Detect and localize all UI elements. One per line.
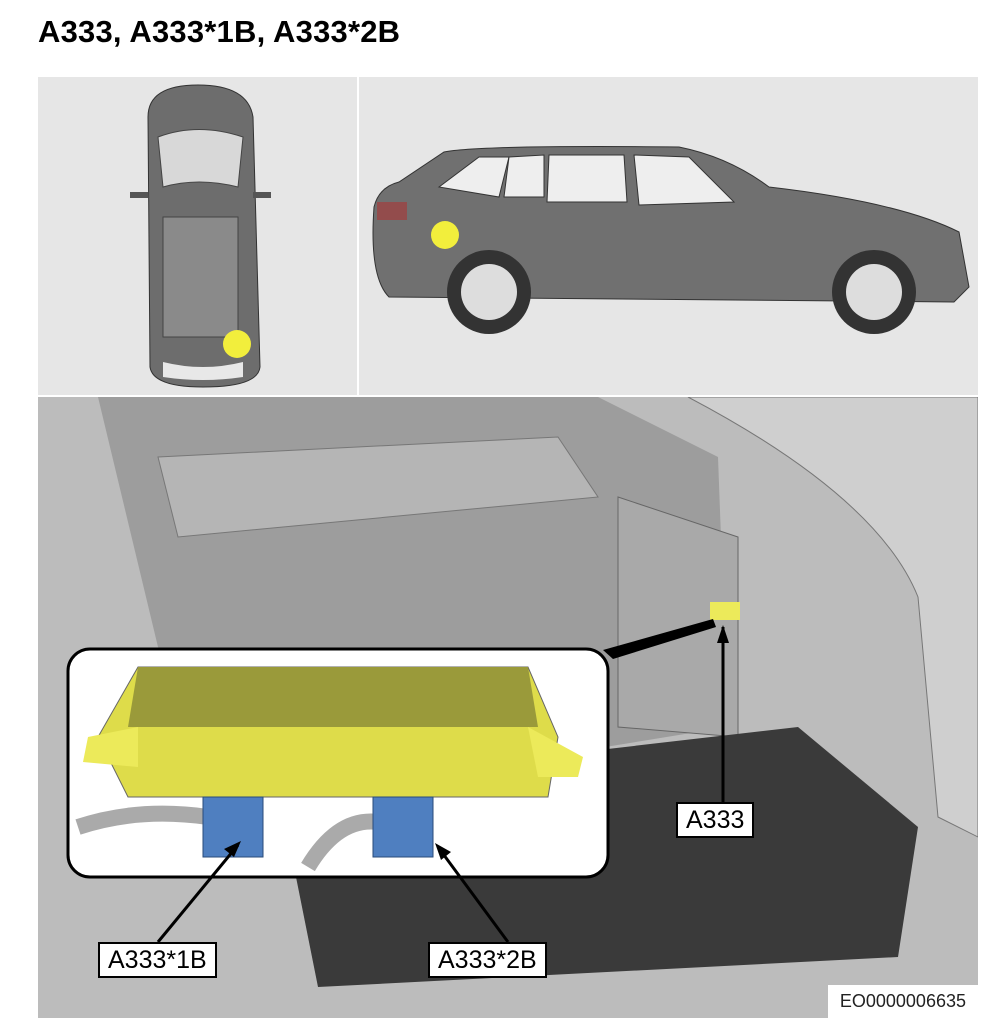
page-title: A333, A333*1B, A333*2B (38, 14, 401, 49)
car-side-view (372, 146, 970, 334)
location-marker (431, 221, 459, 249)
label-a333: A333 (676, 802, 755, 838)
trunk-detail-panel: A333 A333*1B A333*2B EO0000006635 (38, 397, 978, 1018)
top-view-panel (38, 77, 357, 395)
label-a333-2b: A333*2B (428, 942, 547, 978)
location-marker (223, 330, 251, 358)
car-top-view (130, 84, 271, 388)
label-a333-1b: A333*1B (98, 942, 217, 978)
side-view-panel (359, 77, 978, 395)
connector-a333-2b (372, 796, 434, 858)
figure-code: EO0000006635 (827, 985, 978, 1018)
trunk-illustration (66, 397, 978, 987)
